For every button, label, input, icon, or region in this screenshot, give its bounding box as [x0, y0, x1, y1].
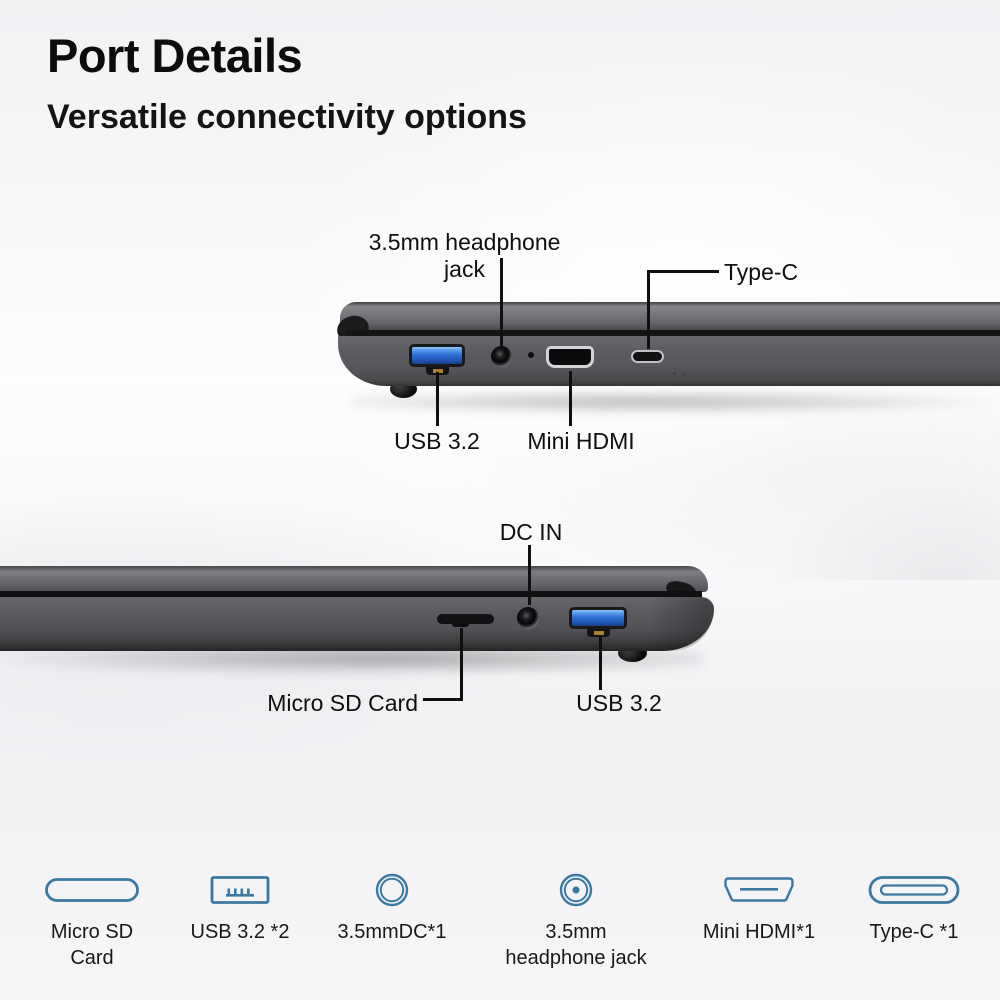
- usb-3-2-port: [572, 610, 624, 626]
- usb-port-icon: [210, 870, 270, 910]
- callout-line: [647, 270, 719, 273]
- callout-label-dc-in: DC IN: [499, 519, 563, 545]
- top-laptop-shadow: [352, 389, 1000, 415]
- legend-label: Type-C *1: [869, 921, 959, 943]
- headphone-jack-port: [491, 346, 512, 367]
- callout-label-usb: USB 3.2: [394, 428, 480, 454]
- callout-line: [436, 372, 439, 426]
- mini-hdmi-icon: [723, 870, 795, 910]
- usb-port-contact: [594, 631, 604, 635]
- callout-line: [599, 636, 602, 690]
- callout-line: [569, 371, 572, 426]
- dc-jack-icon: [374, 870, 410, 910]
- vent-dot: [187, 638, 191, 641]
- callout-label-headphone-jack: 3.5mm headphone jack: [368, 229, 561, 282]
- callout-label-mini-hdmi: Mini HDMI: [527, 428, 635, 454]
- laptop-lid: [340, 302, 1000, 331]
- lid-seam: [0, 591, 702, 598]
- usb-port-contact: [433, 369, 443, 373]
- page-subtitle: Versatile connectivity options: [47, 98, 527, 136]
- mini-hdmi-port: [546, 346, 594, 368]
- callout-line: [647, 270, 650, 349]
- legend-label: 3.5mm headphone jack: [505, 921, 647, 969]
- vent-dot: [176, 636, 180, 639]
- micro-sd-card-icon: [44, 870, 140, 910]
- legend-item-dc-jack: 3.5mmDC*1: [287, 870, 497, 945]
- background-wash: [640, 400, 1000, 580]
- callout-line: [528, 545, 531, 605]
- legend-label: USB 3.2 *2: [190, 921, 290, 943]
- headphone-jack-icon: [558, 870, 594, 910]
- base-end-shading: [650, 597, 714, 651]
- micro-sd-slot-notch: [452, 623, 469, 627]
- legend-label: Micro SD Card: [50, 921, 134, 969]
- lid-seam: [346, 330, 1000, 336]
- vent-dot: [683, 373, 686, 376]
- laptop-lid: [0, 566, 708, 592]
- type-c-port: [631, 350, 664, 363]
- legend-label: Mini HDMI*1: [702, 921, 816, 943]
- usb-3-2-port: [412, 347, 462, 364]
- callout-line: [460, 628, 463, 701]
- laptop-side-profile-top: [334, 300, 1000, 400]
- vent-dot: [673, 372, 676, 375]
- page-title: Port Details: [47, 29, 303, 82]
- callout-label-micro-sd: Micro SD Card: [267, 690, 418, 716]
- callout-label-usb-2: USB 3.2: [576, 690, 662, 716]
- legend-label: 3.5mmDC*1: [337, 921, 447, 943]
- type-c-icon: [868, 870, 960, 910]
- legend-item-usb: USB 3.2 *2: [135, 870, 345, 945]
- laptop-side-profile-bottom: [0, 566, 714, 666]
- legend-item-type-c: Type-C *1: [809, 870, 1000, 945]
- callout-line: [500, 258, 503, 346]
- legend-item-micro-sd: Micro SD Card: [0, 870, 197, 971]
- mic-hole: [528, 352, 534, 358]
- legend-item-headphone-jack: 3.5mm headphone jack: [471, 870, 681, 971]
- legend-item-mini-hdmi: Mini HDMI*1: [654, 870, 864, 945]
- dc-in-port: [517, 607, 539, 629]
- callout-label-type-c: Type-C: [724, 259, 799, 285]
- micro-sd-slot: [437, 614, 494, 624]
- callout-line: [423, 698, 463, 701]
